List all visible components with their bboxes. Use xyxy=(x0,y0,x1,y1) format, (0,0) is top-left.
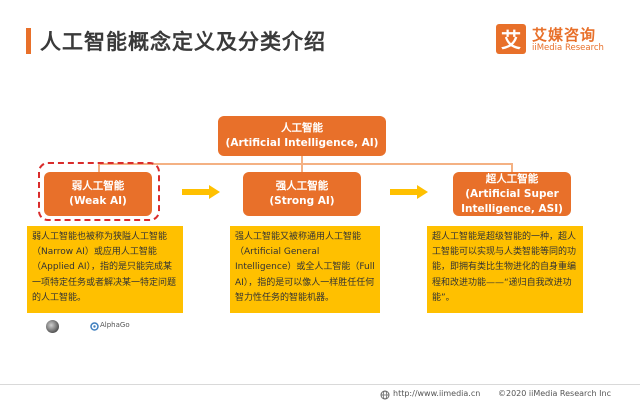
footer-copyright: ©2020 iiMedia Research Inc xyxy=(498,389,611,398)
strong-ai-description: 强人工智能又被称通用人工智能（Artificial General Intell… xyxy=(230,226,380,313)
super-ai-label-en-1: (Artificial Super xyxy=(465,187,559,200)
root-node-label-cn: 人工智能 xyxy=(281,122,323,134)
connector-to-super xyxy=(511,163,513,172)
weak-ai-highlight-frame xyxy=(38,162,160,221)
root-node-label-en: (Artificial Intelligence, AI) xyxy=(225,137,379,149)
category-node-weak-ai: 弱人工智能 (Weak AI) xyxy=(44,172,152,216)
arrow-right-icon xyxy=(182,185,220,199)
category-node-super-ai: 超人工智能 (Artificial Super Intelligence, AS… xyxy=(453,172,571,216)
connector-horizontal xyxy=(98,163,512,165)
footer-url-link[interactable]: http://www.iimedia.cn xyxy=(393,389,481,398)
logo-name-cn: 艾媒咨询 xyxy=(532,26,597,44)
weak-ai-label-en: (Weak AI) xyxy=(69,195,127,207)
title-accent-bar xyxy=(26,28,31,54)
connector-root-down xyxy=(301,156,303,164)
root-node-ai: 人工智能 (Artificial Intelligence, AI) xyxy=(218,116,386,156)
weak-ai-description: 弱人工智能也被称为狭隘人工智能（Narrow AI）或应用人工智能（Applie… xyxy=(27,226,183,313)
brand-logo: 艾 艾媒咨询 iiMedia Research xyxy=(496,22,626,58)
strong-ai-label-cn: 强人工智能 xyxy=(275,180,329,192)
logo-mark-icon: 艾 xyxy=(496,24,526,54)
connector-to-strong xyxy=(301,163,303,172)
category-node-strong-ai: 强人工智能 (Strong AI) xyxy=(243,172,361,216)
arrow-right-icon xyxy=(390,185,428,199)
weak-ai-label-cn: 弱人工智能 xyxy=(71,180,125,192)
footer-divider xyxy=(0,384,640,385)
connector-to-weak xyxy=(98,163,100,172)
page-title: 人工智能概念定义及分类介绍 xyxy=(40,30,326,54)
logo-name-en: iiMedia Research xyxy=(532,43,604,53)
alphago-logo-icon xyxy=(90,322,99,331)
super-ai-description: 超人工智能是超级智能的一种，超人工智能可以实现与人类智能等同的功能，即拥有类比生… xyxy=(427,226,583,313)
logo-mark-glyph: 艾 xyxy=(501,28,521,52)
globe-icon xyxy=(380,390,390,400)
siri-orb-icon xyxy=(46,320,59,333)
super-ai-label-cn: 超人工智能 xyxy=(485,172,539,185)
strong-ai-label-en: (Strong AI) xyxy=(269,195,335,207)
super-ai-label-en-2: Intelligence, ASI) xyxy=(461,202,563,215)
alphago-label: AlphaGo xyxy=(100,321,130,329)
